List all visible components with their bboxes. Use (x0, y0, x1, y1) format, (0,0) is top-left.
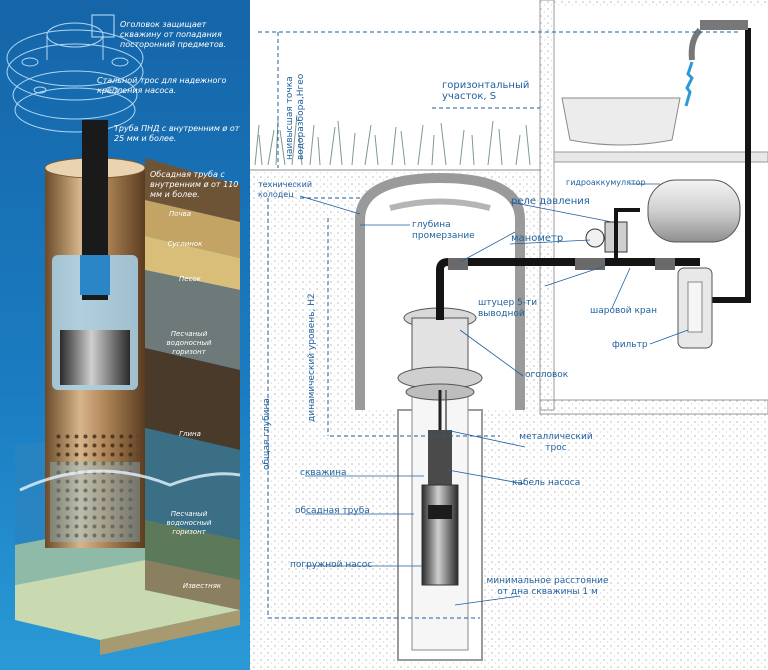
layer-sand: Песок (179, 275, 201, 283)
layer-soil: Почва (168, 210, 192, 218)
min-distance-label: минимальное расстояние от дна скважины 1… (486, 576, 609, 597)
total-depth-label: общая глубина (262, 398, 272, 470)
pipe-description: Труба ПНД с внутренним ø от 25 мм и боле… (114, 124, 240, 143)
fitting-label: штуцер 5-ти выводной (478, 298, 538, 319)
cable-description: Стальной трос для надежного крепления на… (97, 76, 227, 95)
well-label: скважина (300, 468, 347, 478)
horizontal-section-label: горизонтальный участок, S (442, 80, 530, 102)
layer-limestone: Известняк (182, 582, 222, 590)
accumulator-label: гидроаккумулятор (566, 178, 646, 187)
ball-valve-label: шаровой кран (590, 306, 658, 316)
filter-label: фильтр (612, 340, 648, 350)
manometer-label: манометр (511, 233, 564, 244)
freezing-depth-label: глубина промерзание (412, 220, 475, 241)
cap-description: Оголовок защищает скважину от попадания … (120, 20, 226, 49)
casing-description: Обсадная труба с внутренним ø от 110 мм … (150, 170, 239, 199)
casing-pipe-label: обсадная труба (295, 506, 370, 516)
layer-aquifer-upper: Песчаный водоносный горизонт (166, 330, 212, 356)
layer-aquifer-lower: Песчаный водоносный горизонт (166, 510, 212, 536)
layer-clay: Глина (179, 430, 201, 438)
head-label: оголовок (525, 370, 569, 380)
pump-cable-label: кабель насоса (512, 478, 581, 488)
metal-cable-label: металлический трос (519, 432, 593, 453)
pressure-relay-label: реле давления (511, 196, 590, 207)
submersible-pump-label: погружной насос (290, 560, 373, 570)
layer-loam: Суглинок (167, 240, 203, 248)
highest-point-label: наивысшая точка водоразбора,Нгео (285, 73, 306, 160)
tech-well-label: технический колодец (258, 180, 313, 199)
dynamic-level-label: динамический уровень, Н2 (307, 293, 317, 422)
